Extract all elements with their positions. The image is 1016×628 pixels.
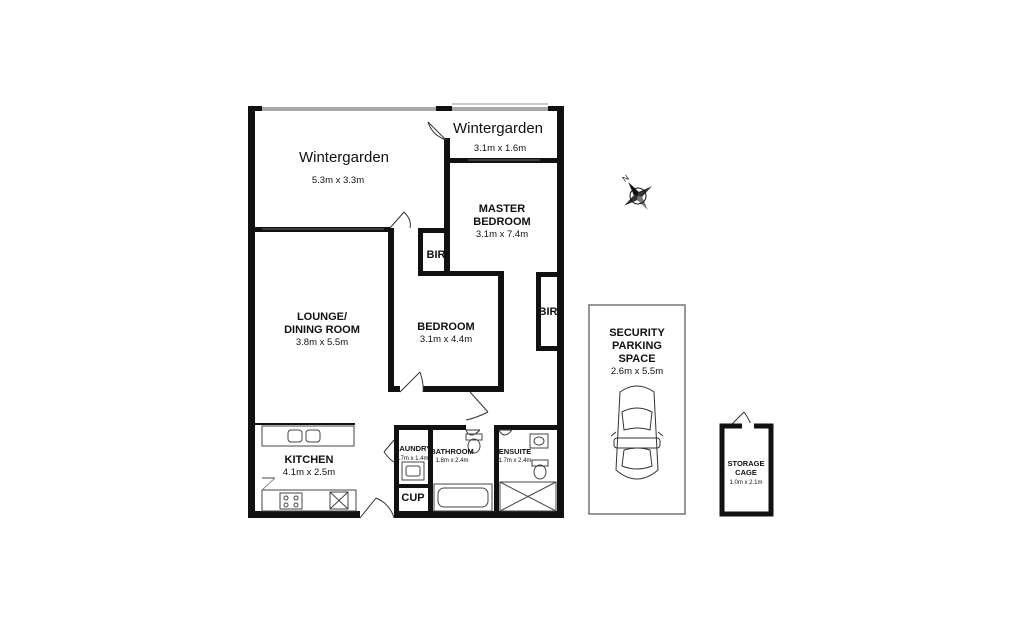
bir-1-label: BIR bbox=[427, 249, 446, 261]
bedroom-dims: 3.1m x 4.4m bbox=[420, 334, 472, 345]
master-bedroom-dims: 3.1m x 7.4m bbox=[476, 229, 528, 240]
bir-2-label: BIR bbox=[539, 306, 558, 318]
compass-rose-icon: N bbox=[621, 173, 652, 210]
lounge-name-1: LOUNGE/ bbox=[297, 311, 347, 323]
storage-dims: 1.0m x 2.1m bbox=[729, 480, 762, 486]
door-swings bbox=[359, 121, 753, 519]
bathroom-name: BATHROOM bbox=[430, 447, 474, 456]
parking-label-2: PARKING bbox=[612, 340, 662, 352]
wintergarden-main-dims: 5.3m x 3.3m bbox=[312, 175, 364, 186]
ensuite-dims: 1.7m x 2.4m bbox=[498, 458, 531, 464]
parking-label-1: SECURITY bbox=[609, 327, 665, 339]
storage-label-1: STORAGE bbox=[728, 459, 765, 468]
parking-space: SECURITY PARKING SPACE 2.6m x 5.5m bbox=[588, 304, 686, 515]
kitchen-dims: 4.1m x 2.5m bbox=[283, 467, 335, 478]
storage-cage: STORAGE CAGE 1.0m x 2.1m bbox=[719, 423, 774, 517]
lounge-name-2: DINING ROOM bbox=[284, 324, 360, 336]
kitchen-name: KITCHEN bbox=[285, 454, 334, 466]
wintergarden-small-dims: 3.1m x 1.6m bbox=[474, 143, 526, 154]
cupboard-label: CUP bbox=[401, 492, 424, 504]
bedroom-name: BEDROOM bbox=[417, 321, 474, 333]
master-bedroom-name-2: BEDROOM bbox=[473, 216, 530, 228]
room-labels: Wintergarden 5.3m x 3.3m Wintergarden 3.… bbox=[283, 120, 558, 504]
master-bedroom-name-1: MASTER bbox=[479, 203, 526, 215]
ensuite-name: ENSUITE bbox=[499, 447, 532, 456]
wintergarden-small-name: Wintergarden bbox=[453, 120, 543, 137]
bathroom-dims: 1.8m x 2.4m bbox=[435, 458, 468, 464]
windows bbox=[262, 103, 548, 230]
parking-label-3: SPACE bbox=[618, 353, 655, 365]
svg-text:N: N bbox=[621, 173, 631, 184]
wintergarden-main-name: Wintergarden bbox=[299, 149, 389, 166]
storage-label-2: CAGE bbox=[735, 468, 757, 477]
lounge-dims: 3.8m x 5.5m bbox=[296, 337, 348, 348]
kitchen-fixtures bbox=[261, 425, 357, 512]
car-icon bbox=[610, 385, 664, 480]
bathroom-fixtures bbox=[401, 433, 557, 512]
laundry-dims: 0.7m x 1.4m bbox=[395, 456, 428, 462]
parking-dims: 2.6m x 5.5m bbox=[611, 366, 663, 377]
laundry-name: LAUNDRY bbox=[395, 444, 431, 453]
